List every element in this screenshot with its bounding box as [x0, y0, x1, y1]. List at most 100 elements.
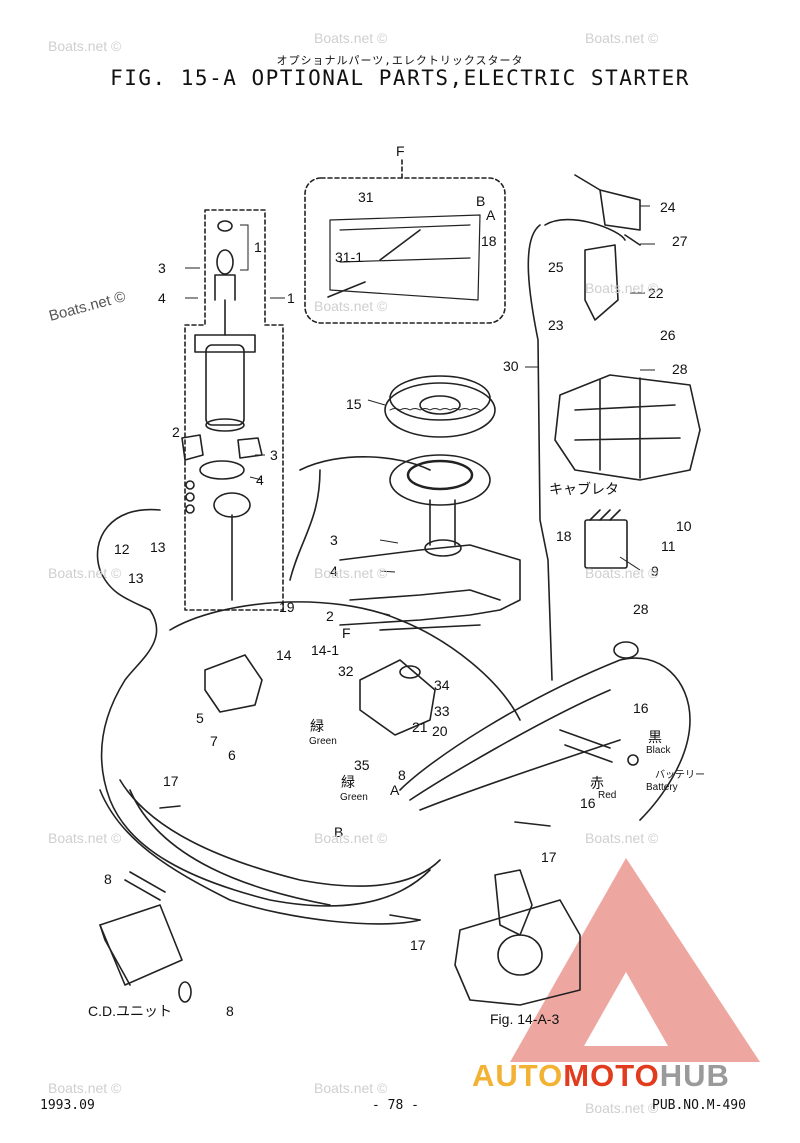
label-battery: Battery: [646, 782, 678, 793]
label-26: 26: [660, 327, 676, 343]
label-1-inner: 1: [254, 239, 262, 255]
label-32: 32: [338, 663, 354, 679]
part-labels: F 31 B A 18 31-1 24 27 25 22 23 26 28 30…: [88, 143, 705, 1027]
label-8-left: 8: [104, 871, 112, 887]
label-red: Red: [598, 790, 616, 801]
rectifier: [584, 519, 628, 569]
label-23: 23: [548, 317, 564, 333]
label-3-top: 3: [158, 260, 166, 276]
label-green-jp-b: 緑: [341, 774, 355, 790]
logo-text-hub: HUB: [659, 1058, 730, 1093]
label-35: 35: [354, 757, 370, 773]
label-8-mid: 8: [398, 767, 406, 783]
label-3-low: 3: [330, 532, 338, 548]
label-cd-unit: C.D.ユニット: [88, 1003, 172, 1019]
label-5: 5: [196, 710, 204, 726]
watermark: Boats.net ©: [48, 830, 122, 846]
logo-text-moto: MOTO: [563, 1058, 660, 1093]
label-4-top: 4: [158, 290, 166, 306]
label-30: 30: [503, 358, 519, 374]
watermark: Boats.net ©: [48, 565, 122, 581]
label-red-jp: 赤: [590, 775, 604, 791]
label-12: 12: [114, 541, 130, 557]
label-black: Black: [646, 745, 671, 756]
label-16-low: 16: [580, 795, 596, 811]
label-19: 19: [279, 599, 295, 615]
label-battery-jp: バッテリー: [655, 769, 705, 781]
watermark: Boats.net ©: [314, 830, 388, 846]
label-b-mid: B: [334, 824, 343, 840]
label-a: A: [486, 207, 496, 223]
figure-title-japanese: オプショナルパーツ,エレクトリックスタータ: [276, 54, 524, 67]
watermark: Boats.net ©: [585, 1100, 659, 1116]
flywheel: [384, 375, 496, 438]
watermark: Boats.net ©: [585, 830, 659, 846]
label-25: 25: [548, 259, 564, 275]
label-31: 31: [358, 189, 374, 205]
label-24: 24: [660, 199, 676, 215]
label-11: 11: [661, 538, 676, 554]
starter-solenoid: [204, 654, 263, 713]
watermark: Boats.net ©: [585, 30, 659, 46]
label-15: 15: [346, 396, 362, 412]
label-green-b: Green: [340, 792, 368, 803]
footer-publication-number: PUB.NO.M-490: [652, 1098, 746, 1113]
label-16-top: 16: [633, 700, 649, 716]
label-14-1: 14-1: [311, 642, 339, 658]
label-18-top: 18: [481, 233, 497, 249]
label-4-mid: 4: [256, 472, 264, 488]
watermark: Boats.net ©: [314, 30, 388, 46]
label-9: 9: [651, 563, 659, 579]
label-21: 21: [412, 719, 428, 735]
label-2-top: 2: [172, 424, 180, 440]
automotohub-logo-triangle: [510, 858, 760, 1062]
label-2-low: 2: [326, 608, 334, 624]
label-f-mid: F: [342, 625, 351, 641]
label-3-mid: 3: [270, 447, 278, 463]
cd-unit: [99, 904, 183, 986]
watermark: Boats.net ©: [314, 565, 388, 581]
label-b: B: [476, 193, 485, 209]
footer-page-number: - 78 -: [372, 1098, 419, 1113]
label-28-mid: 28: [633, 601, 649, 617]
label-33: 33: [434, 703, 450, 719]
footer-date: 1993.09: [40, 1098, 95, 1113]
label-13-b: 13: [128, 570, 144, 586]
starter-group-box: [184, 209, 284, 611]
watermark: Boats.net ©: [48, 1080, 122, 1096]
label-27: 27: [672, 233, 688, 249]
label-7: 7: [210, 733, 218, 749]
label-a-mid: A: [390, 782, 400, 798]
label-34: 34: [434, 677, 450, 693]
label-green-jp-a: 緑: [310, 718, 324, 734]
label-18-mid: 18: [556, 528, 572, 544]
label-f-top: F: [396, 143, 405, 159]
remote-control-box: [454, 899, 581, 1006]
watermark: Boats.net ©: [314, 1080, 388, 1096]
logo-text-auto: AUTO: [472, 1058, 564, 1093]
label-28-top: 28: [672, 361, 688, 377]
label-17-a: 17: [163, 773, 179, 789]
watermark: Boats.net ©: [585, 280, 659, 296]
label-13-a: 13: [150, 539, 166, 555]
label-20: 20: [432, 723, 448, 739]
label-22: 22: [648, 285, 664, 301]
label-14: 14: [276, 647, 292, 663]
label-black-jp: 黒: [648, 729, 662, 745]
label-17-b: 17: [541, 849, 557, 865]
watermark: Boats.net ©: [314, 298, 388, 314]
watermark: Boats.net ©: [585, 565, 659, 581]
automotohub-logo: AUTOMOTOHUB: [472, 1058, 730, 1094]
label-green-a: Green: [309, 736, 337, 747]
label-1-outer: 1: [287, 290, 295, 306]
label-31-1: 31-1: [335, 249, 363, 265]
carburetor: [554, 374, 701, 481]
label-carburetor: キャブレタ: [549, 481, 619, 497]
label-10: 10: [676, 518, 692, 534]
label-4-low: 4: [330, 563, 338, 579]
watermark: Boats.net ©: [48, 38, 122, 54]
detail-box-f: [304, 177, 506, 324]
figure-title: FIG. 15-A OPTIONAL PARTS,ELECTRIC STARTE…: [110, 66, 690, 90]
label-6: 6: [228, 747, 236, 763]
